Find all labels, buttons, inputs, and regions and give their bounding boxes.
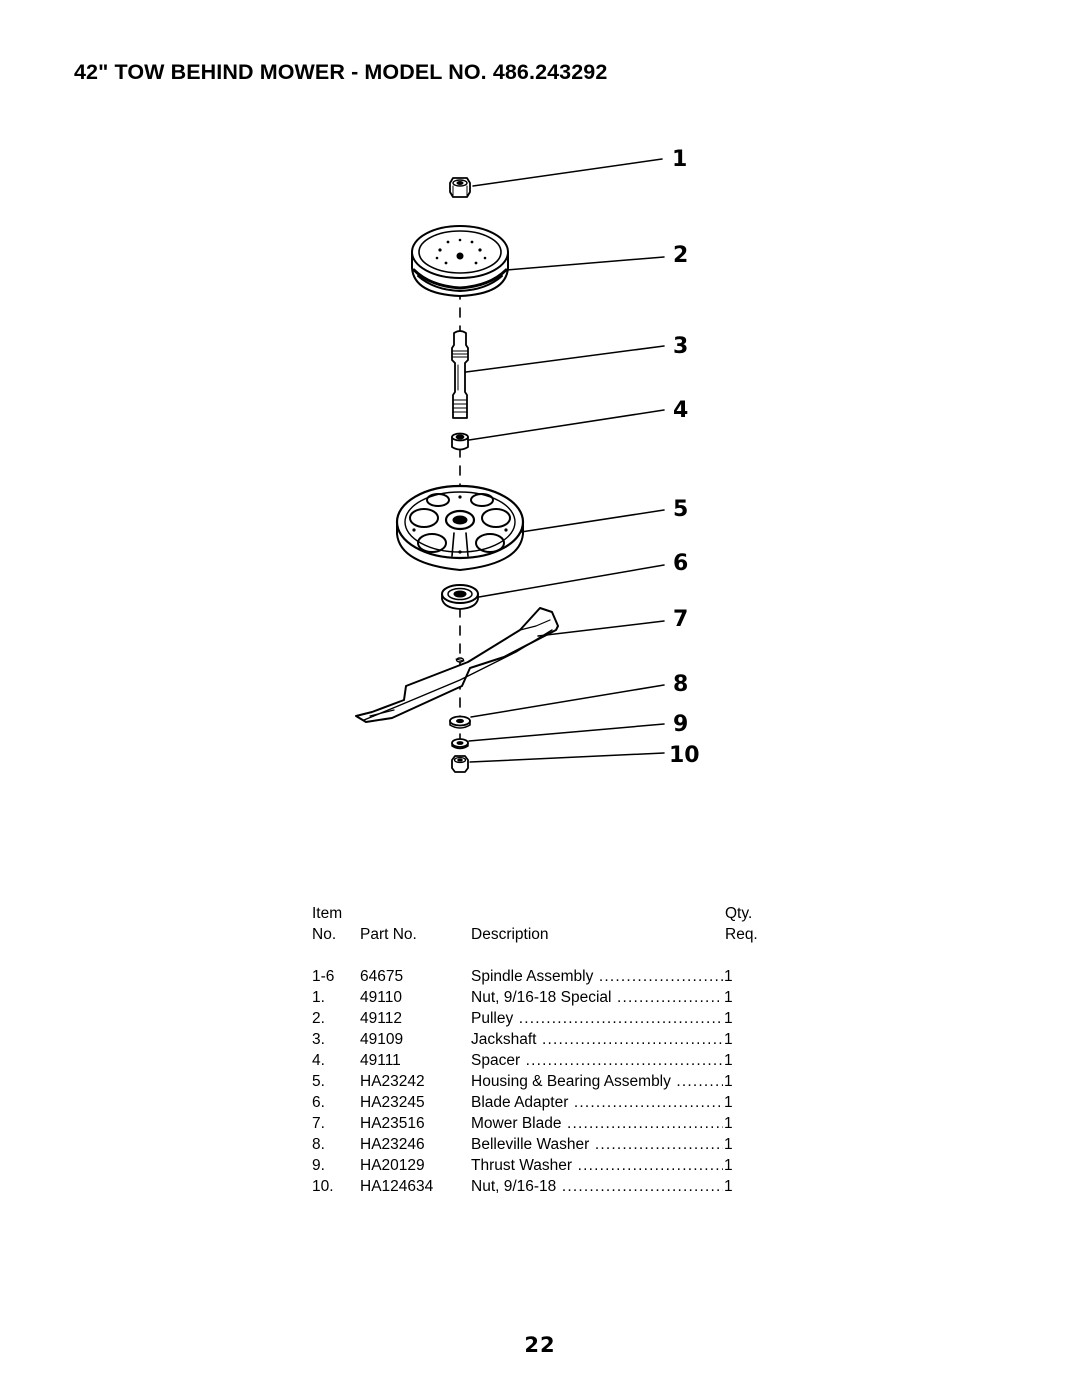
description-text: Pulley <box>471 1010 514 1027</box>
part-description: Spacer .................................… <box>471 1050 723 1071</box>
blade-adapter-part <box>441 584 479 610</box>
callout-5: 5 <box>673 497 688 522</box>
leader-dots: ........................................… <box>616 989 723 1006</box>
header-req: Req. <box>725 926 758 943</box>
leader-dots: ........................................… <box>566 1115 723 1132</box>
description-text: Jackshaft <box>471 1031 537 1048</box>
part-number: HA23516 <box>360 1115 425 1132</box>
part-number: 49110 <box>360 989 402 1006</box>
callout-2: 2 <box>673 243 688 268</box>
exploded-parts-diagram: 1 2 3 4 5 6 7 8 9 10 <box>355 147 700 773</box>
part-description: Blade Adapter ..........................… <box>471 1092 723 1113</box>
description-text: Spacer <box>471 1052 521 1069</box>
part-description: Nut, 9/16-18 Special ...................… <box>471 987 723 1008</box>
quantity-required: 1 <box>724 1157 733 1174</box>
leader-dots: ........................................… <box>577 1157 723 1174</box>
item-number: 2. <box>312 1010 325 1027</box>
description-text: Nut, 9/16-18 Special <box>471 989 612 1006</box>
page-title: 42" TOW BEHIND MOWER - MODEL NO. 486.243… <box>74 60 608 84</box>
callout-4: 4 <box>673 398 688 423</box>
callout-6: 6 <box>673 551 688 576</box>
quantity-required: 1 <box>724 1178 733 1195</box>
mower-blade-part <box>355 607 559 723</box>
leader-dots: ........................................… <box>573 1094 723 1111</box>
description-text: Blade Adapter <box>471 1094 569 1111</box>
leader-dots: ........................................… <box>594 1136 723 1153</box>
quantity-required: 1 <box>724 1031 733 1048</box>
leader-lines <box>465 158 665 763</box>
part-number: 49112 <box>360 1010 402 1027</box>
callout-1: 1 <box>672 147 687 172</box>
item-number: 5. <box>312 1073 325 1090</box>
item-number: 1-6 <box>312 968 335 985</box>
part-number: HA23246 <box>360 1136 425 1153</box>
callout-9: 9 <box>673 712 688 737</box>
page-number: 22 <box>524 1333 556 1357</box>
part-description: Mower Blade ............................… <box>471 1113 723 1134</box>
header-description: Description <box>471 926 549 943</box>
belleville-washer-part <box>449 715 471 729</box>
header-part-no: Part No. <box>360 926 417 943</box>
part-description: Housing & Bearing Assembly .............… <box>471 1071 723 1092</box>
quantity-required: 1 <box>724 1136 733 1153</box>
description-text: Housing & Bearing Assembly <box>471 1073 671 1090</box>
item-number: 1. <box>312 989 325 1006</box>
part-number: HA124634 <box>360 1178 434 1195</box>
part-description: Belleville Washer ......................… <box>471 1134 723 1155</box>
part-number: 49109 <box>360 1031 404 1048</box>
pulley-part <box>411 225 509 297</box>
description-text: Belleville Washer <box>471 1136 590 1153</box>
quantity-required: 1 <box>724 1073 733 1090</box>
leader-dots: ........................................… <box>518 1010 723 1027</box>
item-number: 9. <box>312 1157 325 1174</box>
item-number: 10. <box>312 1178 334 1195</box>
spacer-part <box>451 432 469 451</box>
callout-numbers: 1 2 3 4 5 6 7 8 9 10 <box>669 147 700 768</box>
quantity-required: 1 <box>724 989 733 1006</box>
part-number: 49111 <box>360 1052 401 1069</box>
callout-7: 7 <box>673 607 688 632</box>
quantity-required: 1 <box>724 1115 733 1132</box>
item-number: 4. <box>312 1052 325 1069</box>
part-description: Thrust Washer ..........................… <box>471 1155 723 1176</box>
leader-dots: ........................................… <box>561 1178 723 1195</box>
header-no: No. <box>312 926 337 943</box>
leader-dots: ........................................… <box>676 1073 723 1090</box>
part-number: 64675 <box>360 968 404 985</box>
special-nut-part <box>449 177 471 198</box>
item-number: 7. <box>312 1115 325 1132</box>
description-text: Thrust Washer <box>471 1157 573 1174</box>
part-number: HA20129 <box>360 1157 425 1174</box>
quantity-required: 1 <box>724 968 733 985</box>
housing-bearing-assembly-part <box>395 484 525 571</box>
part-description: Spindle Assembly .......................… <box>471 966 723 987</box>
description-text: Nut, 9/16-18 <box>471 1178 557 1195</box>
header-qty: Qty. <box>725 905 753 922</box>
part-description: Jackshaft ..............................… <box>471 1029 723 1050</box>
callout-3: 3 <box>673 334 688 359</box>
quantity-required: 1 <box>724 1094 733 1111</box>
jackshaft-part <box>451 330 469 419</box>
item-number: 8. <box>312 1136 325 1153</box>
callout-10: 10 <box>669 743 700 768</box>
leader-dots: ........................................… <box>598 968 723 985</box>
part-number: HA23245 <box>360 1094 425 1111</box>
blade-nut-part <box>451 755 469 773</box>
quantity-required: 1 <box>724 1052 733 1069</box>
part-description: Pulley .................................… <box>471 1008 723 1029</box>
header-item: Item <box>312 905 343 922</box>
part-description: Nut, 9/16-18 ...........................… <box>471 1176 723 1197</box>
description-text: Mower Blade <box>471 1115 562 1132</box>
description-text: Spindle Assembly <box>471 968 594 985</box>
leader-dots: ........................................… <box>525 1052 723 1069</box>
part-number: HA23242 <box>360 1073 425 1090</box>
item-number: 6. <box>312 1094 325 1111</box>
callout-8: 8 <box>673 672 688 697</box>
leader-dots: ........................................… <box>541 1031 723 1048</box>
thrust-washer-part <box>451 738 469 750</box>
quantity-required: 1 <box>724 1010 733 1027</box>
item-number: 3. <box>312 1031 325 1048</box>
